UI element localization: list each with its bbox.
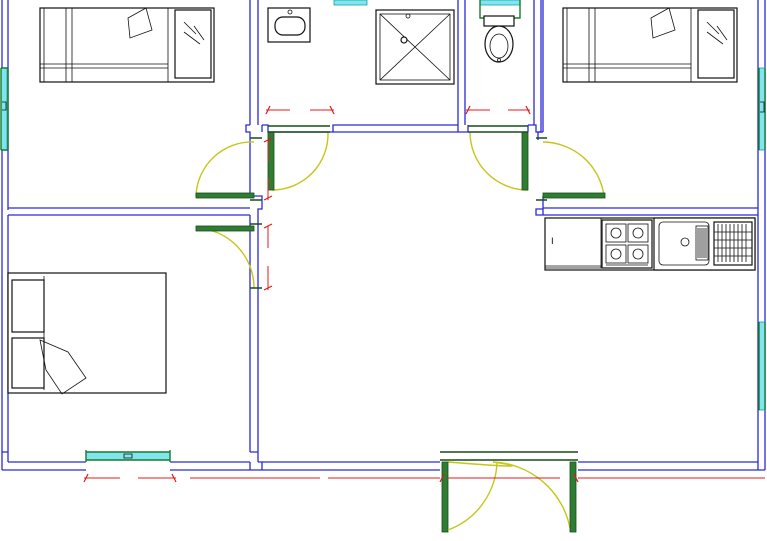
kitchen-sink xyxy=(653,217,756,271)
windows xyxy=(0,0,766,462)
door-swing-bottom-left xyxy=(195,227,255,289)
window-top-toilet xyxy=(479,0,521,6)
window-bottom-frame xyxy=(85,450,171,462)
entrance-door-leaf-right xyxy=(569,461,577,533)
window-top-bath xyxy=(333,0,368,6)
window-right-lower-frame xyxy=(758,322,766,410)
wall-bathroom xyxy=(261,0,469,133)
dimension-lines xyxy=(83,105,765,483)
wall-toilet xyxy=(527,0,542,133)
bed-bottom-left xyxy=(7,272,167,395)
door-frame-toilet xyxy=(468,125,528,133)
bed-top-left xyxy=(39,7,215,83)
window-bottom-latch xyxy=(123,453,133,459)
shower-tray xyxy=(375,9,455,85)
door-leaf-top-right xyxy=(542,192,606,199)
washbasin xyxy=(267,7,311,43)
counter-label: I xyxy=(551,237,554,247)
wall-top-right-bedroom xyxy=(535,0,758,216)
window-right-lower xyxy=(758,321,766,411)
window-bottom xyxy=(85,451,171,461)
wall-bottom-left-bedroom xyxy=(2,215,263,470)
door-swing-toilet xyxy=(469,131,529,191)
entrance-door-leaf-left xyxy=(441,461,449,533)
door-leaf-toilet xyxy=(521,131,529,191)
window-right-upper-latch xyxy=(760,101,765,113)
window-left-upper-frame xyxy=(0,67,9,151)
entrance-door-swing xyxy=(447,461,571,529)
doors xyxy=(195,125,606,533)
door-frame-bathroom xyxy=(268,125,330,133)
door-swing-top-right xyxy=(542,141,605,197)
door-jamb-bottom-left xyxy=(250,223,262,289)
door-leaf-bathroom xyxy=(267,131,275,191)
toilet xyxy=(483,15,515,63)
door-swing-top-left xyxy=(195,141,255,197)
door-leaf-bottom-left xyxy=(195,225,255,232)
outer-wall-bottom xyxy=(2,461,765,471)
walls xyxy=(1,0,766,471)
entrance-door-swing-left xyxy=(447,461,498,531)
door-jamb-top-right xyxy=(536,137,547,201)
entrance-door-frame xyxy=(440,451,578,461)
door-leaf-top-left xyxy=(195,192,255,199)
stove xyxy=(601,219,653,269)
furniture: I xyxy=(7,7,756,395)
bed-top-right xyxy=(562,7,738,83)
window-right-upper-frame xyxy=(758,68,766,150)
door-jamb-top-left xyxy=(250,137,262,201)
window-left-upper-latch xyxy=(2,101,7,111)
door-swing-bathroom xyxy=(271,131,329,191)
wall-top-left-bedroom xyxy=(8,0,263,216)
